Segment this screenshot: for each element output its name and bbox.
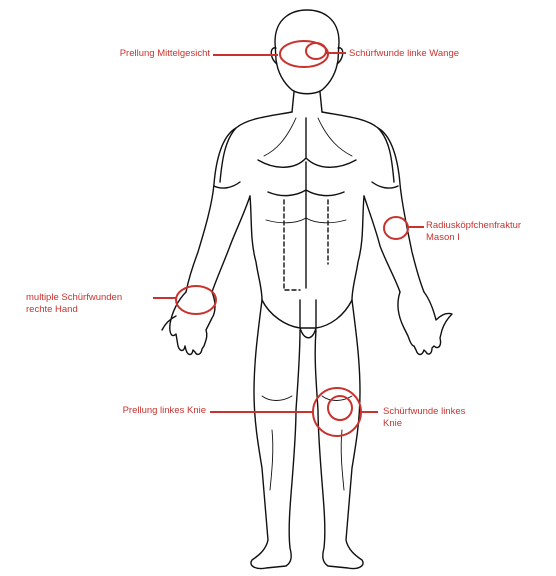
chest-lines xyxy=(258,118,356,288)
cheek-abrasion-circle xyxy=(306,43,326,59)
knee-abrasion-line2: Knie xyxy=(383,418,465,430)
neck-outline xyxy=(292,92,322,112)
right-hand-outline xyxy=(162,292,215,355)
pelvis-outline xyxy=(262,300,352,338)
radial-head-fracture-label: Radiusköpfchenfraktur Mason I xyxy=(426,220,521,244)
cheek-abrasion-label: Schürfwunde linke Wange xyxy=(349,48,459,60)
hand-abrasions-line1: multiple Schürfwunden xyxy=(26,292,122,304)
knee-contusion-label: Prellung linkes Knie xyxy=(60,405,206,417)
right-arm-outline xyxy=(186,128,250,292)
radial-head-fracture-line1: Radiusköpfchenfraktur xyxy=(426,220,521,232)
radial-head-fracture-line2: Mason I xyxy=(426,232,521,244)
left-hand-outline xyxy=(398,292,452,355)
torso-shading xyxy=(264,118,352,223)
knee-abrasion-circle xyxy=(328,396,352,420)
right-leg-outline xyxy=(251,300,300,569)
left-leg-outline xyxy=(315,300,363,569)
knee-contusion-circle xyxy=(313,388,361,436)
left-arm-outline xyxy=(364,128,424,292)
knee-abrasion-label: Schürfwunde linkes Knie xyxy=(383,406,465,430)
body-outline xyxy=(162,10,452,569)
knee-abrasion-line1: Schürfwunde linkes xyxy=(383,406,465,418)
annotation-marks xyxy=(153,41,424,436)
hand-abrasions-ellipse xyxy=(176,286,216,314)
knee-details xyxy=(262,396,352,490)
radial-head-fracture-circle xyxy=(384,217,408,239)
hand-abrasions-label: multiple Schürfwunden rechte Hand xyxy=(26,292,122,316)
face-contusion-label: Prellung Mittelgesicht xyxy=(72,48,210,60)
hand-abrasions-line2: rechte Hand xyxy=(26,304,122,316)
